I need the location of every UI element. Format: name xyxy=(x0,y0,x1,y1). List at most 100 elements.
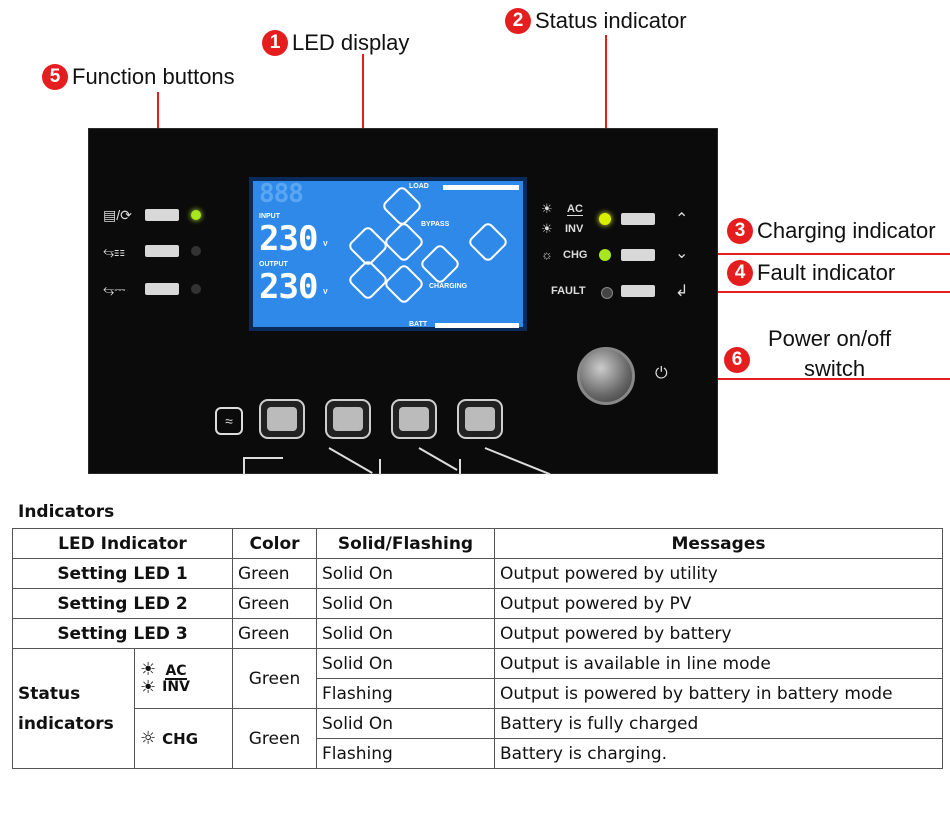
callout-number-badge: 3 xyxy=(727,218,753,244)
lcd-battery-bar xyxy=(435,323,519,328)
function-button-2[interactable] xyxy=(325,399,371,439)
cell-message: Output powered by utility xyxy=(494,558,943,589)
lcd-solar-icon xyxy=(346,258,390,302)
leader-line xyxy=(605,35,607,217)
cell-color: Green xyxy=(232,708,317,769)
callout-label: Charging indicator xyxy=(757,218,936,243)
cell-mode: Flashing xyxy=(316,678,495,709)
down-arrow-icon: ⌄ xyxy=(675,245,689,262)
callout-label: Function buttons xyxy=(72,64,235,89)
sun-icon: ☀ xyxy=(541,201,553,216)
header-mode: Solid/Flashing xyxy=(316,528,495,559)
callout-function-buttons: 5 Function buttons xyxy=(42,64,235,90)
power-mode-icon: ▤/⟳ xyxy=(103,207,132,223)
lcd-load-bar xyxy=(443,185,519,190)
button-leader xyxy=(418,447,458,471)
setting-button-3[interactable] xyxy=(145,283,179,295)
leader-line xyxy=(604,291,950,293)
cell-mode: Solid On xyxy=(316,708,495,739)
lcd-input-value: 230 xyxy=(259,219,318,259)
callout-fault-indicator: 4 Fault indicator xyxy=(727,260,895,286)
function-button-4[interactable] xyxy=(457,399,503,439)
sun-outline-icon: ☼ xyxy=(541,247,553,262)
cell-led: Setting LED 2 xyxy=(12,588,233,619)
wifi-icon: ≈ xyxy=(215,407,243,435)
callout-power-switch: 6 Power on/off switch xyxy=(724,323,944,383)
status-indicators-cell: Status indicators xyxy=(12,648,135,769)
fault-led xyxy=(601,287,613,299)
header-led-indicator: LED Indicator xyxy=(12,528,233,559)
callout-charging-indicator: 3 Charging indicator xyxy=(727,218,936,244)
callout-label: Status indicator xyxy=(535,8,687,33)
chg-label: CHG xyxy=(162,729,199,748)
function-button-1[interactable] xyxy=(259,399,305,439)
button-leader xyxy=(243,457,245,475)
callout-label-line2: switch xyxy=(804,356,866,381)
cell-led: Setting LED 1 xyxy=(12,558,233,589)
enter-button[interactable] xyxy=(621,285,655,297)
table-row: Setting LED 3 Green Solid On Output powe… xyxy=(12,618,943,649)
button-leader xyxy=(459,459,461,475)
lcd-charging-label: CHARGING xyxy=(429,283,468,290)
setting-led-3 xyxy=(191,284,201,294)
chg-label: CHG xyxy=(563,249,588,261)
up-arrow-icon: ⌃ xyxy=(675,211,689,228)
lcd-batt-label: BATT xyxy=(409,321,428,328)
cell-mode: Solid On xyxy=(316,648,495,679)
battery-source-icon: ⥃⎓ xyxy=(103,281,126,297)
leader-line xyxy=(602,253,950,255)
setting-led-1 xyxy=(191,210,201,220)
function-button-3[interactable] xyxy=(391,399,437,439)
callout-number-badge: 4 xyxy=(727,260,753,286)
callout-label-line1: Power on/off xyxy=(768,326,892,351)
cell-led: Setting LED 3 xyxy=(12,618,233,649)
ac-label: AC xyxy=(165,662,187,680)
sun-filled-icon: ☀ xyxy=(140,658,157,680)
cell-message: Battery is charging. xyxy=(494,738,943,769)
charging-led xyxy=(599,249,611,261)
cell-color: Green xyxy=(232,588,317,619)
cell-message: Output is powered by battery in battery … xyxy=(494,678,943,709)
cell-mode: Flashing xyxy=(316,738,495,769)
function-button-icon xyxy=(399,407,429,431)
up-button[interactable] xyxy=(621,213,655,225)
power-switch[interactable] xyxy=(577,347,635,405)
lcd-battery-icon xyxy=(418,242,462,286)
callout-number-badge: 6 xyxy=(724,347,750,373)
cell-mode: Solid On xyxy=(316,588,495,619)
indicators-table: LED Indicator Color Solid/Flashing Messa… xyxy=(12,528,943,769)
cell-mode: Solid On xyxy=(316,618,495,649)
callout-number-badge: 5 xyxy=(42,64,68,90)
down-button[interactable] xyxy=(621,249,655,261)
sun-outline-icon: ☼ xyxy=(140,727,157,749)
lcd-input-unit: V xyxy=(323,241,328,248)
cell-message: Output powered by battery xyxy=(494,618,943,649)
setting-button-2[interactable] xyxy=(145,245,179,257)
button-leader xyxy=(243,457,283,459)
ac-inv-symbol-cell: ☀ ☀ AC INV xyxy=(134,648,233,709)
cell-mode: Solid On xyxy=(316,558,495,589)
setting-button-1[interactable] xyxy=(145,209,179,221)
button-leader xyxy=(379,459,381,475)
setting-led-2 xyxy=(191,246,201,256)
lcd-display: 888 INPUT 230 V OUTPUT 230 V LOAD BYPASS… xyxy=(249,177,527,331)
table-row: Setting LED 2 Green Solid On Output powe… xyxy=(12,588,943,619)
table-row: Setting LED 1 Green Solid On Output powe… xyxy=(12,558,943,589)
inv-label: INV xyxy=(565,223,584,235)
inverter-front-panel: ▤/⟳ ⥃☷ ⥃⎓ 888 INPUT 230 V OUTPUT 230 V L… xyxy=(88,128,718,476)
status-indicators-label-line2: indicators xyxy=(18,713,114,734)
table-row: Flashing Battery is charging. xyxy=(13,738,943,769)
cell-message: Output powered by PV xyxy=(494,588,943,619)
inv-label: INV xyxy=(162,678,190,695)
function-button-icon xyxy=(333,407,363,431)
callout-label: Fault indicator xyxy=(757,260,896,285)
lcd-load-icon xyxy=(466,220,510,264)
power-icon: ⏻ xyxy=(655,365,668,382)
lcd-bypass-label: BYPASS xyxy=(421,221,450,228)
table-header-row: LED Indicator Color Solid/Flashing Messa… xyxy=(12,528,943,559)
lcd-load-label: LOAD xyxy=(409,183,429,190)
lcd-charger-icon xyxy=(382,262,426,306)
function-button-icon xyxy=(267,407,297,431)
callout-led-display: 1 LED display xyxy=(262,30,409,56)
header-color: Color xyxy=(232,528,317,559)
